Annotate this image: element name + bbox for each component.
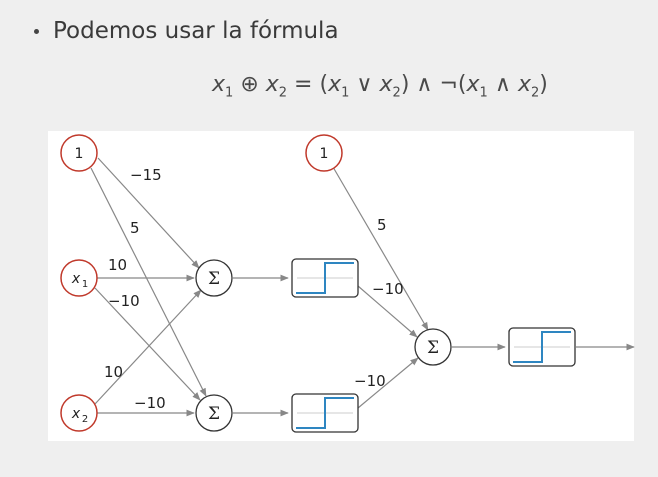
input-node-x1: x 1: [60, 259, 98, 297]
formula-close: ): [539, 72, 548, 97]
step-function-icon: [291, 393, 359, 433]
input-node-bias1: 1: [60, 134, 98, 172]
step-function-icon: [291, 258, 359, 298]
bullet-item: Podemos usar la fórmula: [34, 18, 339, 44]
weight-top-out: −10: [372, 280, 404, 298]
formula-and-not: ) ∧ ¬(: [400, 72, 467, 97]
weight-x1-bottom: −10: [108, 292, 140, 310]
formula-x1c-sub: 1: [479, 85, 488, 101]
bullet-text: Podemos usar la fórmula: [53, 18, 339, 44]
edge-bias1-top: [97, 157, 200, 269]
sum-bottom-symbol: Σ: [208, 404, 220, 424]
sum-node-output: Σ: [414, 328, 452, 366]
formula-xor: ⊕: [240, 72, 259, 97]
formula-eq: = (: [287, 72, 329, 97]
edges: [90, 157, 635, 417]
weight-x1-top: 10: [108, 256, 127, 274]
input-node-bias2: 1: [305, 134, 343, 172]
weight-bias1-top: −15: [130, 166, 162, 184]
x1-label: x: [71, 271, 81, 287]
formula-or: ∨: [356, 72, 373, 97]
formula-x2-sub: 2: [278, 85, 288, 101]
sum-output-symbol: Σ: [427, 338, 439, 358]
edge-bias1-bottom: [90, 167, 207, 397]
bias2-label: 1: [320, 146, 329, 162]
xor-formula: x1 ⊕ x2 = (x1 ∨ x2) ∧ ¬(x1 ∧ x2): [212, 72, 548, 100]
edge-x2-top: [94, 289, 202, 405]
formula-x2b: x: [379, 72, 393, 97]
edge-bias2-out: [332, 166, 429, 331]
weight-x2-top: 10: [104, 363, 123, 381]
weight-x2-bottom: −10: [134, 394, 166, 412]
x2-sub-label: 2: [82, 414, 88, 425]
x1-sub-label: 1: [82, 279, 88, 290]
formula-x2: x: [265, 72, 279, 97]
edge-step-bottom-out: [357, 357, 419, 409]
formula-x1b-sub: 1: [341, 85, 350, 101]
bullet-dot-icon: [34, 28, 39, 34]
formula-x2b-sub: 2: [392, 85, 401, 101]
formula-x2c-sub: 2: [530, 85, 540, 101]
weight-bias2-out: 5: [377, 216, 387, 234]
formula-x2c: x: [517, 72, 531, 97]
formula-x1-sub: 1: [225, 85, 234, 101]
x2-label: x: [71, 406, 81, 422]
edge-x1-bottom: [94, 287, 201, 401]
sum-top-symbol: Σ: [208, 269, 220, 289]
bias1-label: 1: [75, 146, 84, 162]
input-node-x2: x 2: [60, 394, 98, 432]
sum-node-bottom: Σ: [195, 394, 233, 432]
formula-and: ∧: [494, 72, 511, 97]
step-function-icon: [508, 327, 576, 367]
weight-bias1-bottom: 5: [130, 219, 140, 237]
weight-bottom-out: −10: [354, 372, 386, 390]
edge-step-top-out: [357, 285, 418, 338]
sum-node-top: Σ: [195, 259, 233, 297]
formula-x1c: x: [466, 72, 480, 97]
formula-x1: x: [212, 72, 226, 97]
formula-x1b: x: [328, 72, 342, 97]
